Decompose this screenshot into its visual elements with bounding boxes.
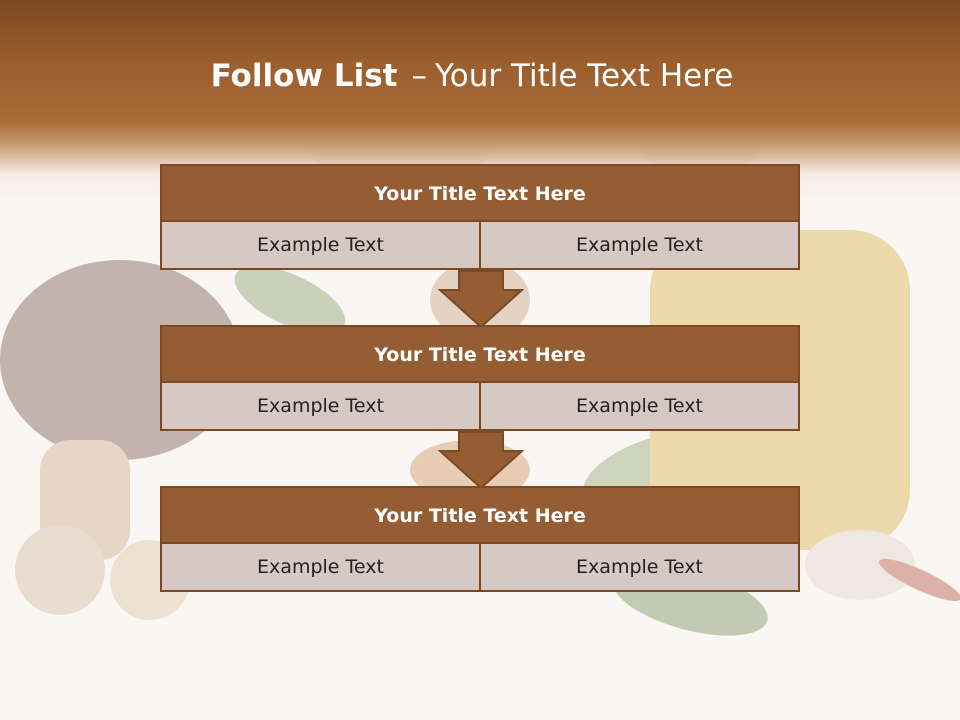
- garlic: [805, 530, 915, 600]
- list-block: Your Title Text Here Example Text Exampl…: [160, 325, 800, 431]
- leaf: [234, 265, 346, 335]
- chili-pepper: [878, 558, 960, 602]
- block-row: Example Text Example Text: [162, 544, 798, 590]
- block-right-cell: Example Text: [479, 544, 798, 590]
- block-right-cell: Example Text: [479, 383, 798, 429]
- down-arrow-icon: [438, 270, 524, 328]
- title-separator: –: [411, 58, 427, 94]
- list-block: Your Title Text Here Example Text Exampl…: [160, 164, 800, 270]
- slide-title-rest: Your Title Text Here: [434, 58, 734, 94]
- mushroom-stem: [40, 440, 130, 560]
- list-block: Your Title Text Here Example Text Exampl…: [160, 486, 800, 592]
- block-title: Your Title Text Here: [162, 166, 798, 222]
- block-title: Your Title Text Here: [162, 488, 798, 544]
- block-right-cell: Example Text: [479, 222, 798, 268]
- block-left-cell: Example Text: [162, 222, 479, 268]
- slide-title: Follow List–Your Title Text Here: [0, 52, 944, 100]
- down-arrow-icon: [438, 431, 524, 489]
- small-mushroom: [15, 525, 105, 615]
- block-row: Example Text Example Text: [162, 222, 798, 268]
- block-title: Your Title Text Here: [162, 327, 798, 383]
- block-left-cell: Example Text: [162, 383, 479, 429]
- slide-title-bold: Follow List: [210, 58, 398, 94]
- block-row: Example Text Example Text: [162, 383, 798, 429]
- block-left-cell: Example Text: [162, 544, 479, 590]
